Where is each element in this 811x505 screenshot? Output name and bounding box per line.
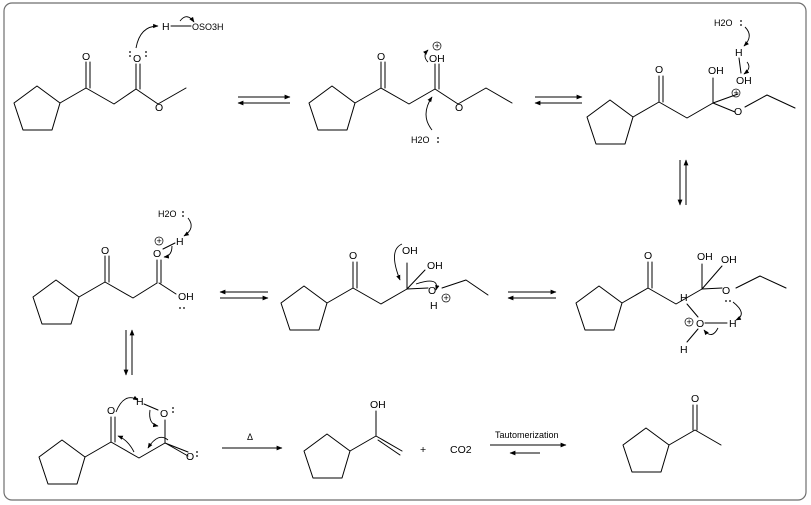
charge-label: + (687, 317, 692, 327)
atom-label: OH (697, 251, 713, 263)
charge-label: + (435, 41, 440, 51)
atom-label: O (153, 248, 161, 260)
atom-label: H (162, 21, 170, 33)
atom-label: O (160, 408, 168, 420)
atom-label: O (455, 102, 463, 114)
molecule-8-enol: OH (303, 399, 403, 479)
tautomerization-condition: Tautomerization (495, 430, 559, 440)
atom-label: O (734, 106, 742, 118)
atom-label: O (82, 51, 90, 63)
atom-label: O (655, 64, 663, 76)
heat-condition: Δ (247, 432, 253, 442)
atom-label: OH (178, 291, 194, 303)
charge-label: + (734, 88, 739, 98)
atom-label: O (101, 245, 109, 257)
atom-label: OH (427, 260, 443, 272)
atom-label: OH (708, 65, 724, 77)
atom-label: O (377, 51, 385, 63)
molecule-3-tetrahedral-oxonium: O OH OH O H + H2O (586, 18, 796, 145)
molecule-6-protonated-acid: O O OH H + H2O (32, 209, 194, 325)
atom-label: H (430, 300, 438, 312)
molecule-9-ketone-product: O (622, 393, 722, 473)
atom-label: H (735, 47, 743, 59)
charge-label: + (157, 236, 162, 246)
co2-label: CO2 (450, 444, 472, 456)
atom-label: OSO3H (192, 22, 224, 32)
atom-label: O (186, 451, 194, 463)
atom-label: OH (429, 53, 445, 65)
atom-label: O (428, 285, 436, 297)
atom-label: O (133, 53, 141, 65)
atom-label: O (722, 285, 730, 297)
atom-label: H2O (158, 209, 177, 219)
atom-label: H (680, 344, 688, 356)
molecule-4-tetrahedral-with-hydronium: O OH OH O H O H H + (575, 250, 787, 356)
scheme-border (3, 2, 807, 501)
atom-label: OH (721, 254, 737, 266)
atom-label: O (691, 393, 699, 405)
charge-label: + (444, 293, 449, 303)
molecule-2-protonated-ester: O OH O + H2O (308, 41, 513, 145)
atom-label: H (680, 292, 688, 304)
atom-label: O (107, 405, 115, 417)
atom-label: O (696, 318, 704, 330)
atom-label: O (155, 102, 163, 114)
atom-label: OH (736, 75, 752, 87)
atom-label: OH (370, 399, 386, 411)
atom-label: O (349, 250, 357, 262)
atom-label: O (644, 250, 652, 262)
atom-label: H2O (411, 135, 430, 145)
molecule-1-keto-ester: O O O H OSO3H (13, 16, 224, 131)
atom-label: H (729, 318, 737, 330)
atom-label: H (136, 396, 144, 408)
atom-label: H (176, 236, 184, 248)
molecule-5-tetrahedral-protonated-ether: O OH OH O H + (280, 243, 489, 331)
molecule-7-beta-keto-acid-cyclic: O H O O (38, 395, 198, 485)
atom-label: H2O (714, 18, 733, 28)
plus-sign: + (420, 444, 426, 456)
atom-label: OH (402, 245, 418, 257)
